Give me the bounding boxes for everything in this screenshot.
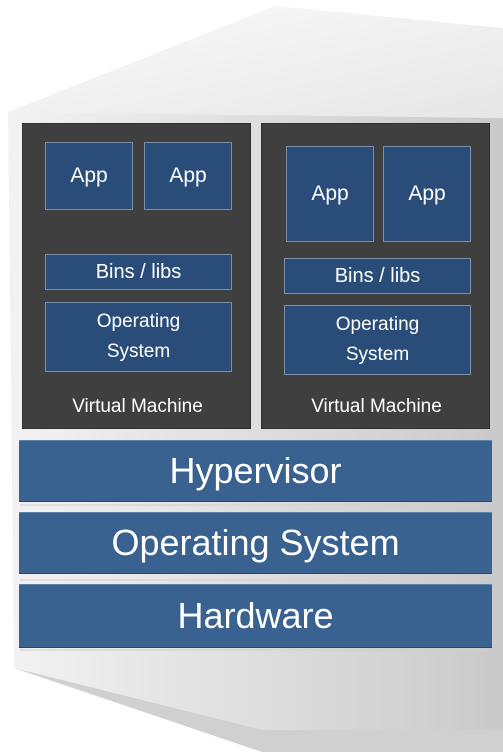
vm-label: Virtual Machine	[72, 396, 203, 417]
virtual-machine-right: App App Bins / libs Operating System Vir…	[261, 123, 490, 429]
bins-libs-box: Bins / libs	[284, 258, 471, 294]
app-box: App	[45, 142, 133, 210]
app-box: App	[383, 146, 471, 242]
app-box: App	[286, 146, 374, 242]
guest-os-box: Operating System	[284, 305, 471, 375]
guest-os-box: Operating System	[45, 302, 232, 372]
virtual-machine-left: App App Bins / libs Operating System Vir…	[22, 123, 251, 429]
host-operating-system-layer: Operating System	[19, 512, 492, 574]
app-box: App	[144, 142, 232, 210]
hardware-layer: Hardware	[19, 584, 492, 648]
bins-libs-box: Bins / libs	[45, 254, 232, 290]
hypervisor-layer: Hypervisor	[19, 440, 492, 502]
vm-label: Virtual Machine	[311, 396, 442, 417]
